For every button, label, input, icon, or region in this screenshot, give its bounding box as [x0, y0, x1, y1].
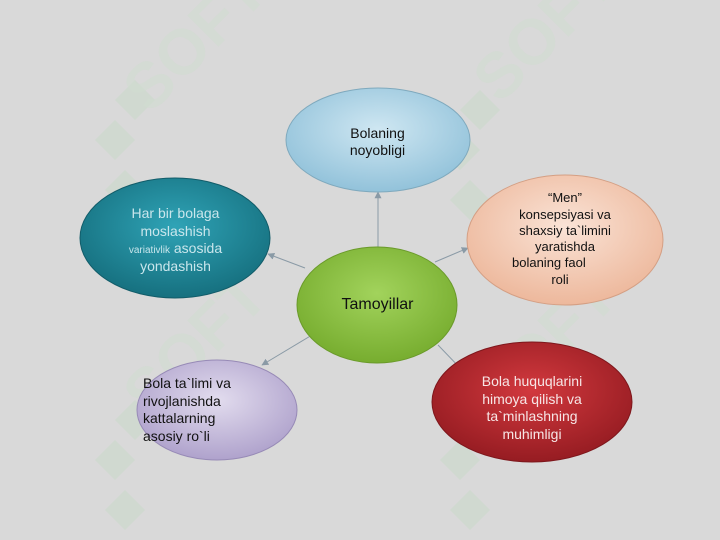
node-right-line-1: “Men”	[548, 190, 582, 206]
node-top	[285, 87, 471, 193]
connector-bottom-left	[261, 334, 313, 366]
node-bottom-right-label: Bola huquqlarini himoya qilish va ta`min…	[452, 365, 612, 451]
center-label: Tamoyillar	[305, 285, 450, 325]
node-bottom-right-line-4: muhimligi	[502, 425, 562, 442]
node-right-line-6: roli	[551, 271, 569, 287]
node-top-line-2: noyobligi	[349, 142, 406, 158]
node-left-line-3-small: variativlik	[128, 245, 170, 256]
node-bottom-right-line-3: ta`minlashning	[486, 408, 578, 424]
node-bottom-right	[431, 341, 633, 463]
node-bottom-left-label: Bola ta`limi va rivojlanishda kattalarni…	[143, 366, 283, 454]
node-left-line-2: moslashish	[140, 222, 211, 239]
node-bottom-right-line-1: Bola huquqlarini	[481, 373, 583, 389]
node-top-line-1: Bolaning	[350, 124, 405, 141]
node-bottom-right-line-2: himoya qilish va	[482, 390, 582, 407]
node-bottom-left-line-1: Bola ta`limi va	[143, 375, 231, 391]
node-right-label: “Men” konsepsiyasi va shaxsiy ta`limini …	[490, 178, 640, 300]
node-right-line-2: konsepsiyasi va	[519, 206, 611, 222]
node-right-line-5: bolaning faol	[512, 255, 586, 271]
node-center	[296, 246, 458, 364]
node-left	[79, 177, 271, 299]
node-left-label: Har bir bolaga moslashish variativlik as…	[98, 194, 253, 286]
center-label-text: Tamoyillar	[341, 296, 414, 313]
node-right-line-3: shaxsiy ta`limini	[519, 222, 611, 238]
node-left-line-3: variativlik asosida	[129, 240, 222, 258]
node-right-line-4: yaratishda	[535, 239, 595, 254]
connector-left	[267, 252, 306, 269]
node-bottom-left-line-2: rivojlanishda	[143, 392, 221, 409]
node-left-line-3-rest: asosida	[169, 240, 223, 256]
node-bottom-left-line-4: asosiy ro`li	[143, 427, 210, 444]
node-top-label: Bolaning noyobligi	[300, 118, 455, 166]
node-right	[466, 174, 664, 306]
node-bottom-left-line-3: kattalarning	[143, 410, 216, 426]
connector-right	[434, 247, 469, 263]
node-left-line-1: Har bir bolaga	[131, 205, 220, 221]
node-bottom-left	[136, 359, 298, 461]
node-left-line-4: yondashish	[140, 257, 211, 274]
